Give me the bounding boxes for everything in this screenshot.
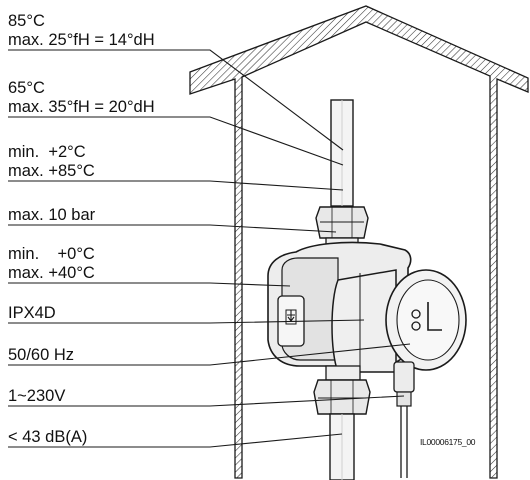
lower-nut — [313, 365, 371, 415]
spec-65c-label: 65°C max. 35°fH = 20°dH — [8, 79, 155, 116]
spec-noise-label: < 43 dB(A) — [8, 428, 88, 446]
leader-ip-rating — [8, 319, 365, 324]
leader-85c — [8, 49, 344, 151]
spec-85c-label: 85°C max. 25°fH = 14°dH — [8, 12, 155, 49]
indicator-icon — [411, 309, 421, 319]
power-cable — [393, 361, 415, 478]
spec-ip-rating-label: IPX4D — [8, 304, 56, 322]
pump-motor — [331, 269, 397, 373]
leader-65c — [8, 116, 344, 166]
leader-noise — [8, 433, 343, 448]
house-outline — [189, 5, 529, 479]
upper-pipe — [330, 99, 354, 207]
pump-control-head — [385, 269, 467, 371]
reference-code: IL00006175_00 — [420, 437, 476, 447]
spec-voltage-label: 1~230V — [8, 387, 66, 405]
leader-ambient-temp — [8, 282, 291, 287]
spec-pressure-label: max. 10 bar — [8, 206, 96, 224]
leader-pressure — [8, 224, 337, 233]
leader-voltage — [8, 395, 405, 407]
lower-pipe — [329, 413, 355, 480]
leader-lines — [8, 49, 411, 448]
leader-frequency — [8, 343, 411, 366]
spec-frequency-label: 50/60 Hz — [8, 346, 75, 364]
leader-fluid-temp — [8, 180, 344, 191]
spec-ambient-temp-label: min. +0°C max. +40°C — [8, 245, 95, 282]
mode-symbol-icon — [427, 302, 442, 331]
spec-fluid-temp-label: min. +2°C max. +85°C — [8, 143, 95, 180]
